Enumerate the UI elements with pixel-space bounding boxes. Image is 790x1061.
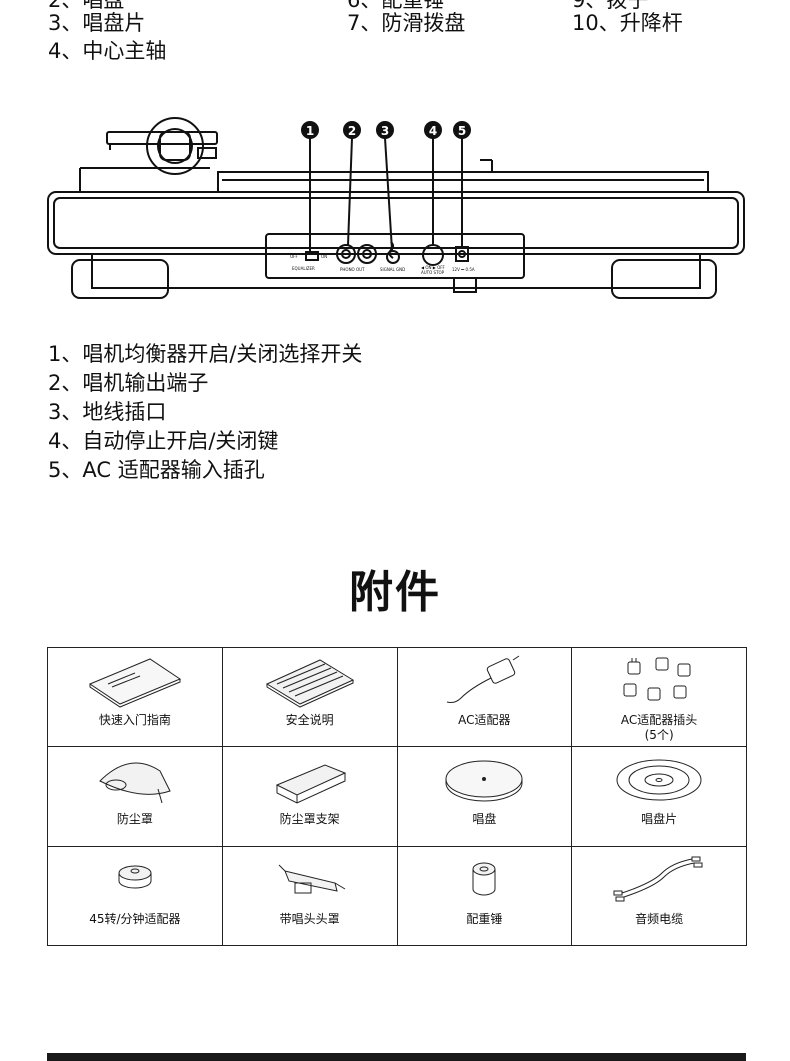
adapter-45-icon	[118, 865, 152, 889]
accessory-cell: 音频电缆	[571, 845, 747, 946]
parts-list-item: 2、唱机输出端子	[48, 371, 209, 395]
accessory-cell: 防尘罩支架	[221, 746, 398, 847]
accessory-label: AC适配器	[458, 713, 511, 727]
panel-label-signal-gnd: SIGNAL GND	[380, 267, 405, 272]
accessory-cell: 唱盘	[396, 746, 573, 847]
callout-2: 2	[343, 121, 361, 139]
platter-mat-icon	[616, 759, 702, 801]
panel-label-phono-out: PHONO OUT	[340, 267, 365, 272]
accessory-label: 音频电缆	[635, 911, 684, 926]
panel-label-equalizer: EQUALIZER	[292, 266, 315, 271]
callout-1: 1	[301, 121, 319, 139]
top-list-item: 7、防滑拨盘	[347, 11, 466, 35]
accessories-table: 快速入门指南 安全说明	[47, 646, 747, 946]
leaflet-icon	[265, 659, 354, 708]
booklet-icon	[88, 658, 181, 708]
accessory-cell: 安全说明	[221, 646, 398, 748]
accessory-label: 配重锤	[466, 911, 503, 926]
svg-text:5: 5	[458, 124, 466, 138]
accessories-heading: 附件	[349, 567, 441, 618]
table-row: 45转/分钟适配器 带唱头头罩 配重锤	[47, 845, 747, 946]
svg-text:2: 2	[348, 124, 356, 138]
svg-text:1: 1	[306, 124, 314, 138]
parts-list-item: 5、AC 适配器输入插孔	[48, 458, 265, 482]
table-row: 防尘罩 防尘罩支架 唱盘	[47, 746, 747, 847]
top-list-item: 4、中心主轴	[48, 39, 167, 63]
callout-3: 3	[376, 121, 394, 139]
accessory-cell: AC适配器插头 (5个)	[571, 646, 747, 748]
turntable-rear-diagram: 1 2 3 4 5 OFF ON EQUALIZER PHONO OUT SIG…	[47, 117, 745, 299]
headshell-icon	[278, 864, 345, 894]
cover-stand-icon	[275, 764, 346, 804]
panel-label-off: OFF	[290, 254, 298, 259]
platter-icon	[445, 760, 523, 802]
accessory-label: 唱盘	[472, 812, 497, 827]
audio-cable-icon	[613, 856, 703, 902]
panel-label-dc-in: 12V ⎓ 0.5A	[452, 267, 475, 272]
rear-panel-parts-list: 1、唱机均衡器开启/关闭选择开关 2、唱机输出端子 3、地线插口 4、自动停止开…	[48, 340, 362, 485]
top-list-item: 6、配重锤	[347, 0, 445, 12]
svg-text:3: 3	[381, 124, 389, 138]
dust-cover-icon	[99, 762, 171, 804]
bottom-bar	[47, 1053, 746, 1061]
parts-list-item: 1、唱机均衡器开启/关闭选择开关	[48, 342, 363, 366]
accessory-cell: 带唱头头罩	[221, 845, 398, 946]
accessory-label: 快速入门指南	[98, 713, 171, 727]
accessory-label: 唱盘片	[641, 812, 678, 827]
top-list-item: 2、唱盘	[48, 0, 125, 12]
accessory-label: 防尘罩支架	[279, 812, 340, 827]
accessory-label: 带唱头头罩	[279, 911, 340, 926]
accessory-cell: 45转/分钟适配器	[47, 845, 223, 946]
callout-5: 5	[453, 121, 471, 139]
accessory-cell: 配重锤	[396, 845, 573, 946]
accessory-label: 防尘罩	[116, 812, 153, 827]
top-list-item: 9、拨子	[572, 0, 649, 12]
top-list-item: 3、唱盘片	[48, 11, 146, 35]
top-parts-list: 2、唱盘 3、唱盘片 4、中心主轴 6、配重锤 7、防滑拨盘 9、拨子 10、升…	[0, 0, 790, 70]
accessory-cell: AC适配器	[396, 646, 573, 748]
accessory-label: AC适配器插头 (5个)	[620, 713, 698, 742]
accessory-label: 45转/分钟适配器	[89, 911, 181, 926]
panel-label-on: ON	[321, 254, 327, 259]
parts-list-item: 3、地线插口	[48, 400, 167, 424]
plug-heads-icon	[623, 657, 691, 701]
accessory-cell: 唱盘片	[571, 746, 747, 847]
accessory-label: 安全说明	[285, 713, 334, 727]
accessory-cell: 快速入门指南	[47, 646, 223, 748]
accessory-cell: 防尘罩	[47, 746, 223, 847]
parts-list-item: 4、自动停止开启/关闭键	[48, 429, 279, 453]
svg-text:4: 4	[429, 124, 437, 138]
top-list-item: 10、升降杆	[572, 11, 683, 35]
table-row: 快速入门指南 安全说明	[47, 646, 747, 748]
panel-label-auto-stop-top: ◀ ON ▶ OFF	[421, 265, 446, 270]
ac-adapter-icon	[447, 655, 520, 703]
panel-label-auto-stop: AUTO STOP	[421, 270, 445, 275]
counterweight-icon	[472, 862, 496, 896]
callout-4: 4	[424, 121, 442, 139]
